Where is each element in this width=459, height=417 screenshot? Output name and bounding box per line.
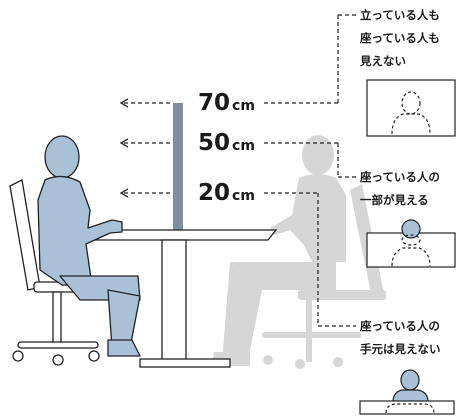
caption-line: 座っている人の xyxy=(360,319,440,333)
caption-line: 見えない xyxy=(360,54,406,68)
caption-line: 立っている人も xyxy=(360,8,440,22)
inset-partly-visible xyxy=(366,219,456,268)
inset-hands-hidden xyxy=(359,369,455,415)
caption-line: 座っている人の xyxy=(360,170,440,184)
arrow-heads xyxy=(119,98,129,198)
height-value: 20 xyxy=(198,180,231,206)
height-unit: cm xyxy=(232,98,255,114)
caption-not-visible: 立っている人も 座っている人も 見えない xyxy=(360,4,440,73)
caption-partly-visible: 座っている人の 一部が見える xyxy=(360,166,440,212)
height-indicators xyxy=(124,14,356,327)
caption-line: 一部が見える xyxy=(360,193,429,207)
opposite-seated-person xyxy=(212,135,386,369)
height-value: 50 xyxy=(198,130,231,156)
height-value: 70 xyxy=(198,90,231,116)
front-seated-person xyxy=(37,135,141,357)
desk xyxy=(80,229,278,368)
caption-line: 手元は見えない xyxy=(360,342,441,356)
height-unit: cm xyxy=(232,138,255,154)
height-unit: cm xyxy=(232,188,255,204)
inset-not-visible xyxy=(366,79,456,137)
partition-panel xyxy=(173,103,183,231)
caption-line: 座っている人も xyxy=(360,31,440,45)
caption-hands-hidden: 座っている人の 手元は見えない xyxy=(360,315,441,361)
